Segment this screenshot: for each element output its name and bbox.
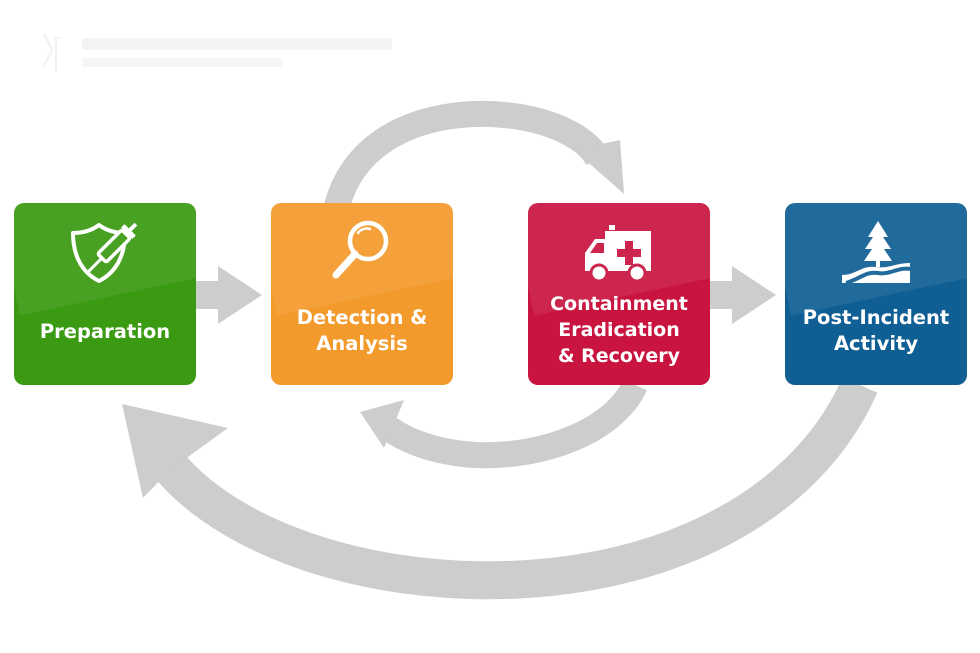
stage-label-containment: Containment Eradication & Recovery (550, 293, 688, 367)
tree-road-icon (836, 217, 916, 287)
shield-syringe-icon (65, 217, 145, 287)
stage-preparation: Preparation (14, 203, 196, 385)
stage-detection: Detection & Analysis (271, 203, 453, 385)
stage-containment: Containment Eradication & Recovery (528, 203, 710, 385)
arrow-contain-post-head (732, 266, 776, 324)
arrow-contain-post-shaft (710, 281, 734, 309)
arrow-prep-detect-head (218, 266, 262, 324)
ambulance-icon (579, 217, 659, 287)
stage-label-detection: Detection & Analysis (296, 306, 428, 355)
bottom-loop-arrow-head (360, 400, 404, 448)
top-loop-arrow-head (574, 140, 624, 194)
stage-label-post-incident: Post-Incident Activity (802, 306, 950, 355)
stage-label-preparation: Preparation (39, 320, 171, 343)
return-arrow-head (122, 404, 228, 498)
stage-post-incident: Post-Incident Activity (785, 203, 967, 385)
logo-watermark (43, 33, 392, 72)
top-loop-arrow-body (322, 101, 611, 218)
return-arrow-body (149, 377, 878, 600)
arrow-prep-detect-shaft (196, 281, 220, 309)
bottom-loop-arrow-body (376, 378, 647, 469)
magnifier-icon (322, 217, 402, 287)
